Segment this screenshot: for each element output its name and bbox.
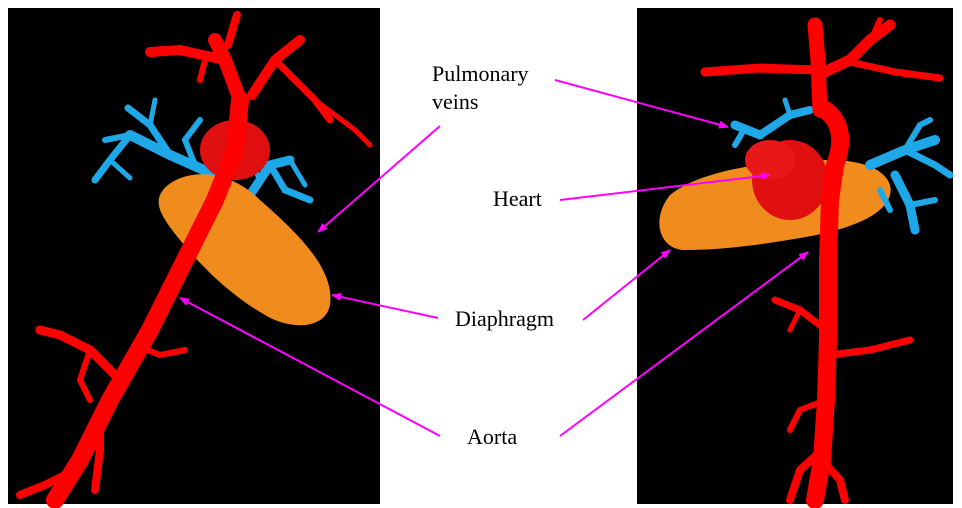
label-diaphragm: Diaphragm (455, 306, 554, 332)
label-heart: Heart (493, 186, 542, 212)
left-render-panel (8, 8, 380, 504)
label-aorta: Aorta (467, 424, 517, 450)
right-render-panel (637, 8, 953, 504)
label-pulmonary-veins-line2: veins (432, 89, 478, 115)
label-pulmonary-veins-line1: Pulmonary (432, 61, 529, 87)
